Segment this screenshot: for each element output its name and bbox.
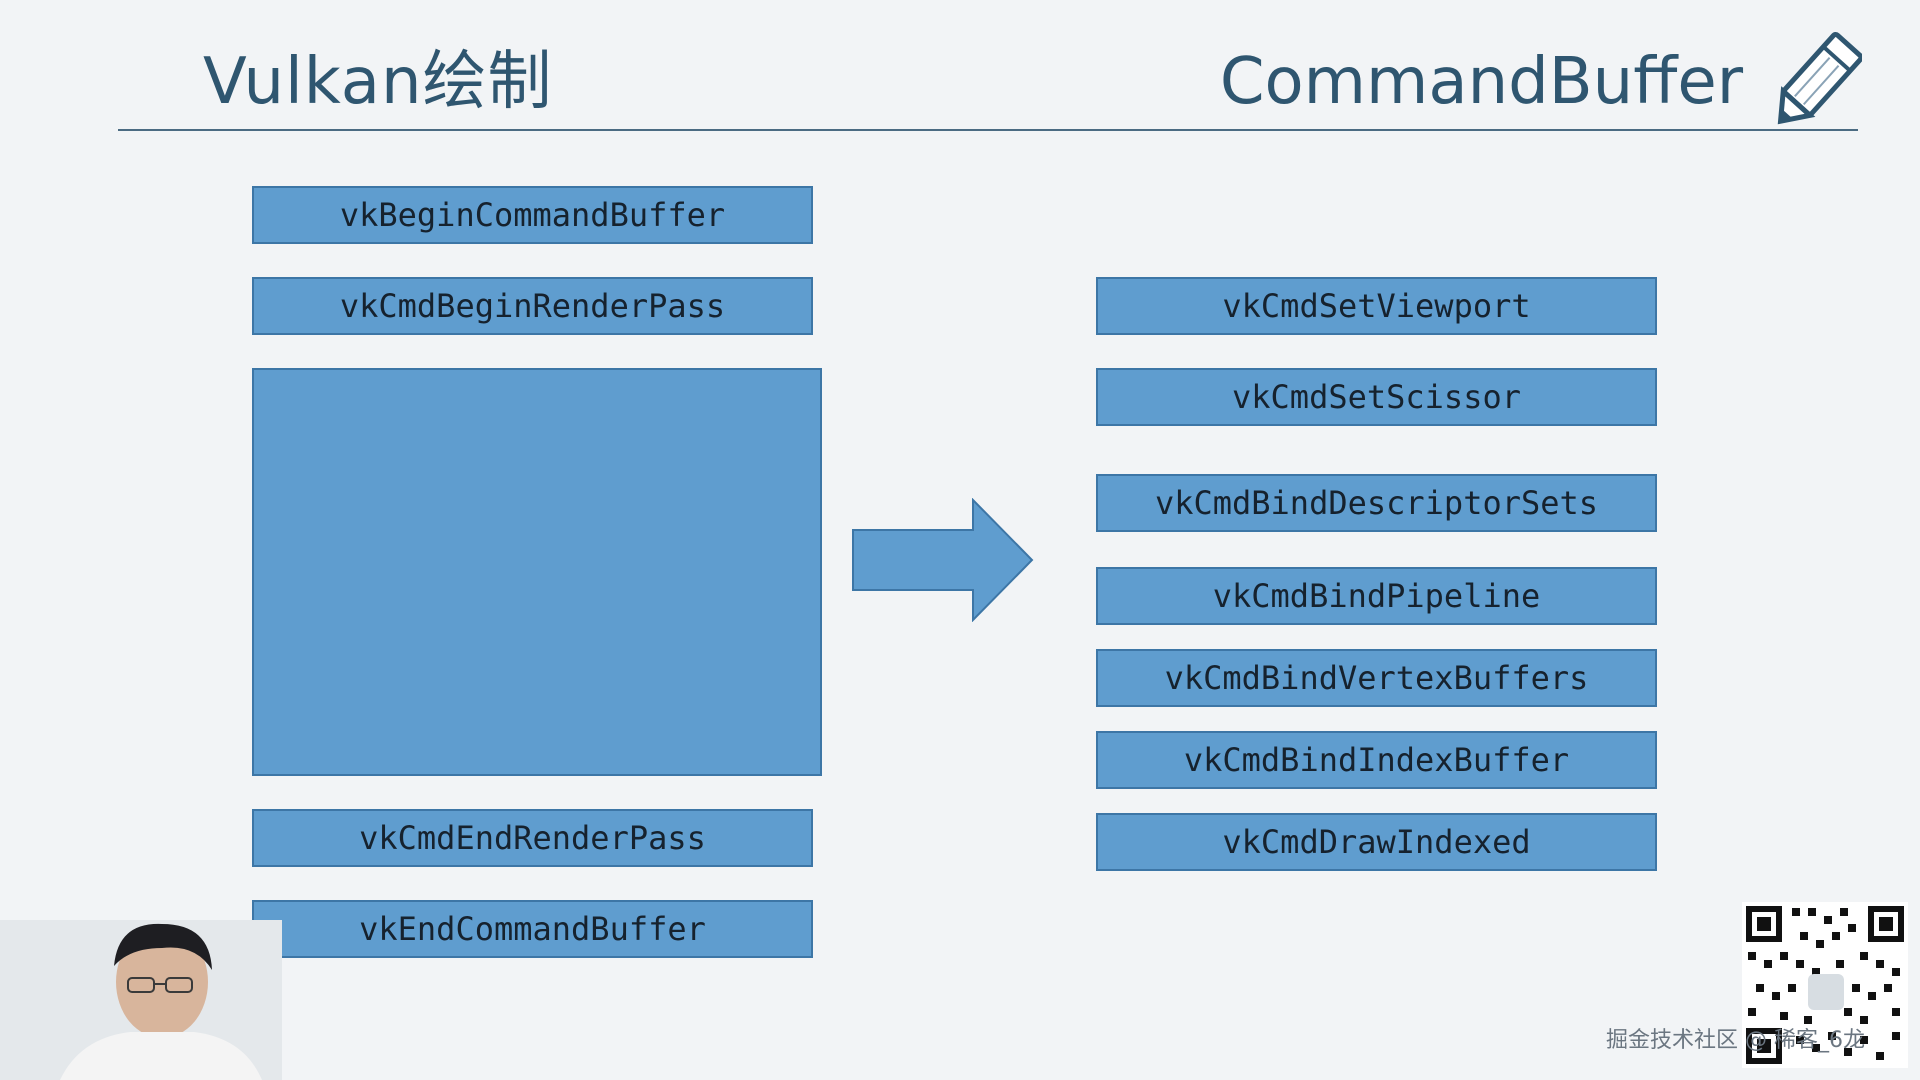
cmd-set-viewport-box: vkCmdSetViewport <box>1096 277 1657 335</box>
cmd-set-scissor-box: vkCmdSetScissor <box>1096 368 1657 426</box>
cmd-bind-pipeline-box: vkCmdBindPipeline <box>1096 567 1657 625</box>
slide-subtitle: CommandBuffer <box>1219 45 1743 119</box>
presenter-avatar <box>0 920 282 1080</box>
cmd-bind-index-buffer-box: vkCmdBindIndexBuffer <box>1096 731 1657 789</box>
cmd-draw-indexed-box: vkCmdDrawIndexed <box>1096 813 1657 871</box>
begin-command-buffer-box: vkBeginCommandBuffer <box>252 186 813 244</box>
arrow-right-icon <box>852 498 1034 622</box>
title-divider <box>118 129 1858 131</box>
end-render-pass-box: vkCmdEndRenderPass <box>252 809 813 867</box>
watermark: 掘金技术社区 @ 稀客_6龙 <box>1606 1028 1865 1053</box>
begin-render-pass-box: vkCmdBeginRenderPass <box>252 277 813 335</box>
qr-code-icon <box>1742 902 1908 1068</box>
end-command-buffer-box: vkEndCommandBuffer <box>252 900 813 958</box>
render-pass-commands-block <box>252 368 822 776</box>
cmd-bind-vertex-buffers-box: vkCmdBindVertexBuffers <box>1096 649 1657 707</box>
pencil-icon <box>1777 32 1862 125</box>
slide-title: Vulkan绘制 <box>203 45 553 119</box>
presenter-webcam <box>0 920 282 1080</box>
cmd-bind-descriptor-sets-box: vkCmdBindDescriptorSets <box>1096 474 1657 532</box>
